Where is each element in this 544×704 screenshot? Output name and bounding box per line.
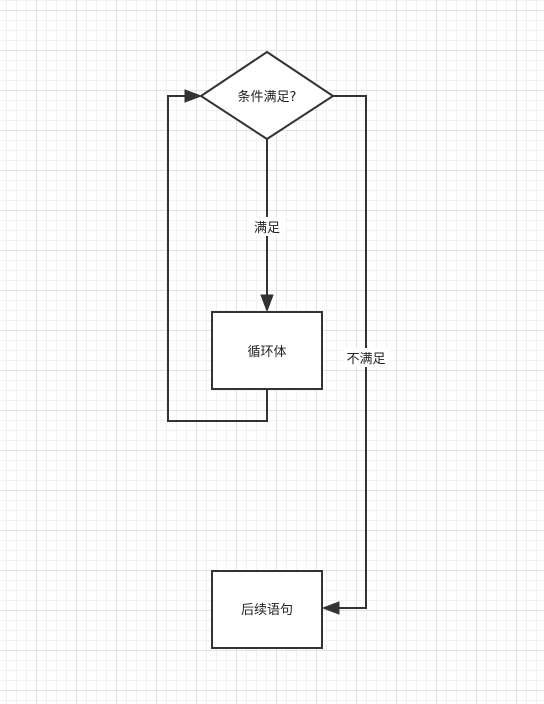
loop-body-node[interactable] xyxy=(211,311,323,390)
not-satisfied-label: 不满足 xyxy=(346,352,385,367)
satisfied-arrowhead xyxy=(260,294,274,313)
loop-back-arrowhead xyxy=(184,89,203,103)
satisfied-label: 满足 xyxy=(254,221,280,236)
not-satisfied-label-bg xyxy=(344,348,389,367)
next-statement-label: 后续语句 xyxy=(241,603,293,618)
satisfied-label-bg xyxy=(250,217,284,236)
not-satisfied-arrowhead xyxy=(321,601,340,615)
next-statement-node[interactable] xyxy=(211,570,323,649)
decision-node[interactable] xyxy=(199,50,335,141)
loop-back-edge xyxy=(167,95,268,422)
loop-body-label: 循环体 xyxy=(247,345,286,360)
decision-label: 条件满足? xyxy=(238,89,297,105)
